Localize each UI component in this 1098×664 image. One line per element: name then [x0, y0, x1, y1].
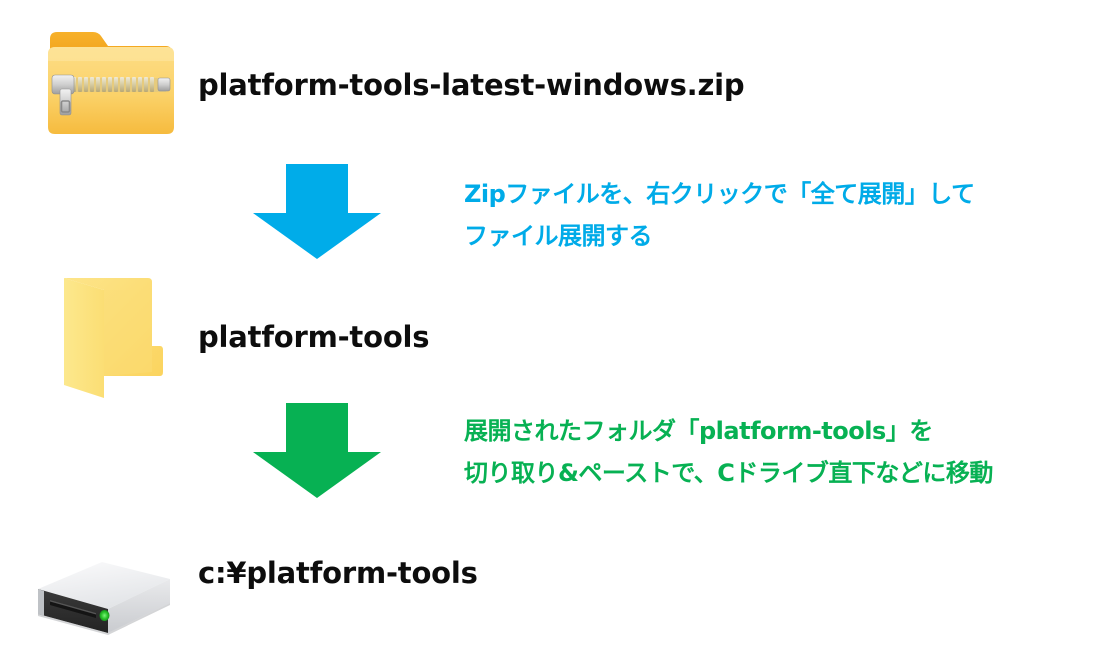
folder-label: platform-tools [198, 320, 430, 354]
down-arrow-green-icon [251, 401, 383, 501]
folder-icon [60, 272, 165, 400]
down-arrow-blue-icon [251, 162, 383, 262]
zip-file-label: platform-tools-latest-windows.zip [198, 68, 745, 102]
drive-path-label: c:¥platform-tools [198, 556, 478, 590]
zip-folder-icon [46, 27, 176, 140]
unzip-instruction-text: Zipファイルを、右クリックで「全て展開」して ファイル展開する [464, 173, 975, 257]
hard-drive-icon [30, 556, 175, 656]
move-instruction-line-1: 展開されたフォルダ「platform-tools」を [464, 417, 933, 445]
move-instruction-text: 展開されたフォルダ「platform-tools」を 切り取り&ペーストで、Cド… [464, 410, 993, 494]
unzip-instruction-line-2: ファイル展開する [464, 222, 652, 250]
move-instruction-line-2: 切り取り&ペーストで、Cドライブ直下などに移動 [464, 459, 993, 487]
unzip-instruction-line-1: Zipファイルを、右クリックで「全て展開」して [464, 180, 975, 208]
